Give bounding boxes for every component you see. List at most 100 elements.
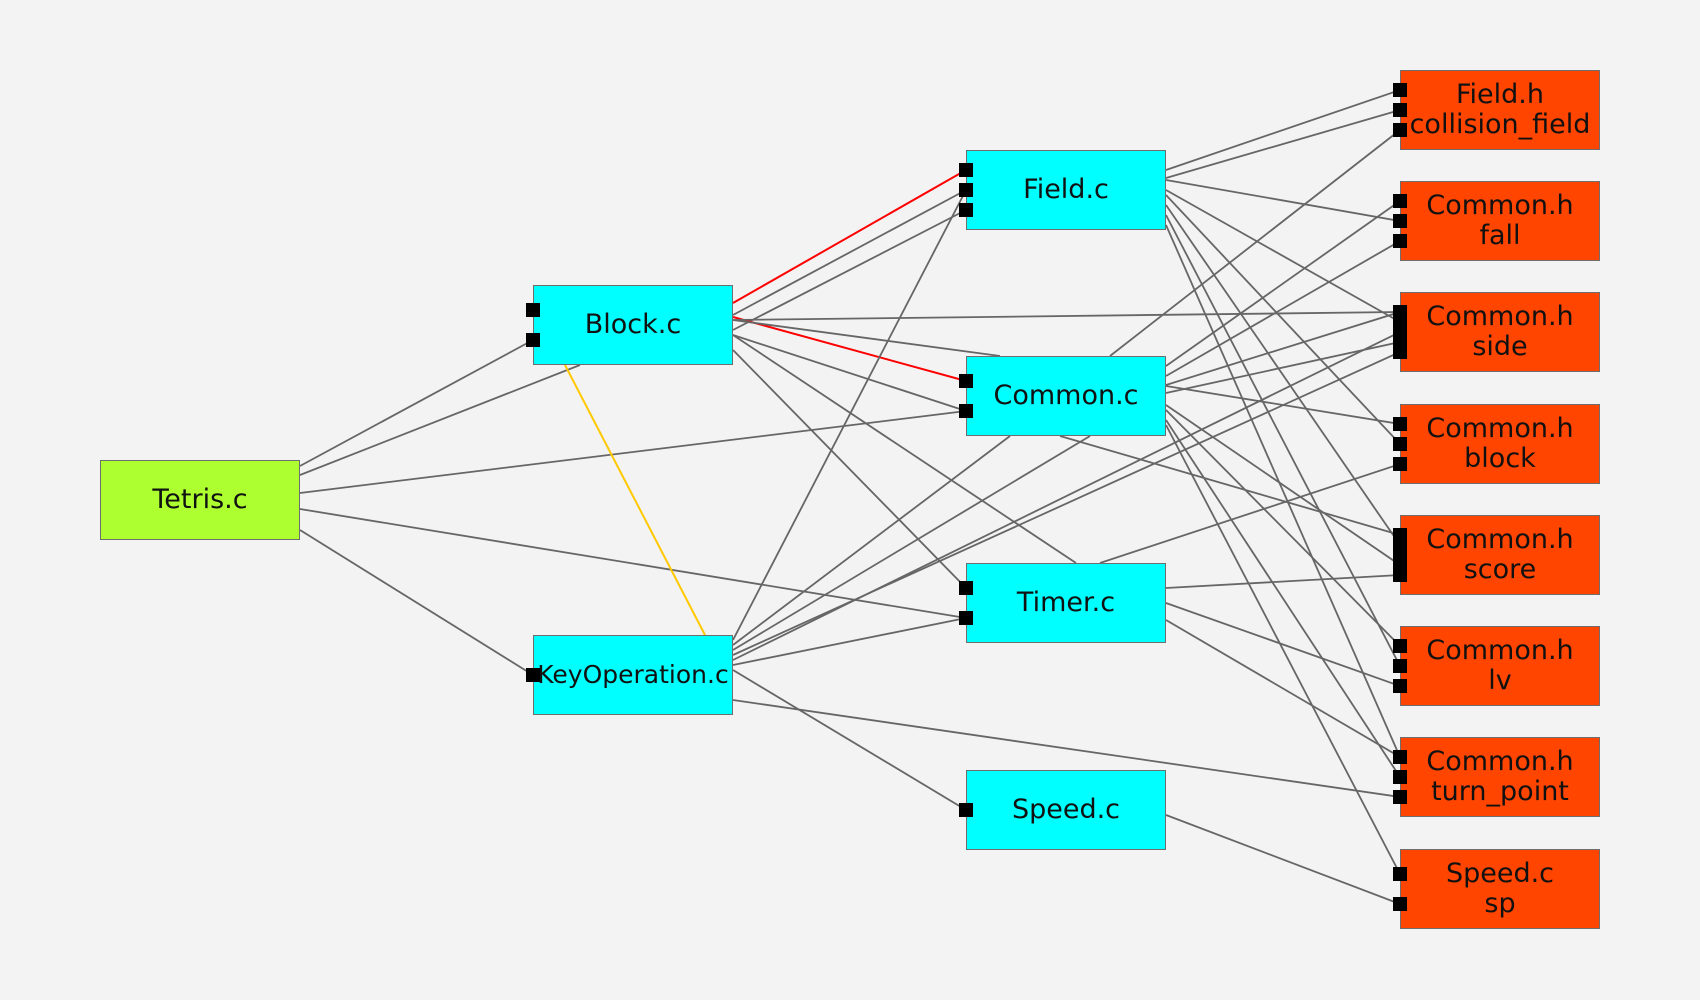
node-label-line: Common.h	[1426, 413, 1574, 444]
edge-27	[1165, 194, 1401, 445]
port-v_score	[1393, 568, 1407, 582]
port-fieldc	[959, 163, 973, 177]
edge-36	[1165, 385, 1401, 425]
edge-29	[1165, 214, 1401, 667]
port-v_sp	[1393, 867, 1407, 881]
edge-13	[732, 349, 967, 589]
edge-3	[299, 508, 967, 619]
edge-45	[1165, 619, 1401, 758]
edge-24	[1165, 109, 1401, 179]
port-timerc	[959, 581, 973, 595]
edge-7	[732, 209, 967, 331]
port-v_lv	[1393, 659, 1407, 673]
edge-2	[299, 410, 967, 494]
node-label-line: fall	[1479, 220, 1521, 251]
node-label-line: Field.h	[1455, 79, 1544, 110]
edge-0	[299, 339, 534, 467]
node-label-line: Speed.c	[1011, 794, 1121, 825]
port-speedc	[959, 803, 973, 817]
port-timerc	[959, 611, 973, 625]
edge-33	[1165, 240, 1401, 377]
edge-32	[1165, 200, 1401, 367]
port-v_turn	[1393, 790, 1407, 804]
node-speedc[interactable]: Speed.c	[966, 770, 1166, 850]
node-fieldc[interactable]: Field.c	[966, 150, 1166, 230]
node-block[interactable]: Block.c	[533, 285, 733, 365]
edge-34	[1165, 311, 1401, 386]
edge-30	[1165, 224, 1401, 758]
port-v_block	[1393, 437, 1407, 451]
port-v_block	[1393, 417, 1407, 431]
edge-37	[1165, 404, 1401, 566]
node-label-line: KeyOperation.c	[537, 660, 729, 689]
node-label-line: Timer.c	[1016, 587, 1116, 618]
edge-31	[1109, 129, 1401, 357]
edge-14	[564, 364, 706, 636]
edge-6	[732, 189, 967, 316]
edge-40	[1165, 424, 1401, 875]
port-v_side	[1393, 345, 1407, 359]
edge-26	[1165, 189, 1401, 323]
node-label-line: Common.c	[993, 380, 1139, 411]
node-label-line: collision_field	[1409, 109, 1591, 140]
edge-21	[732, 669, 967, 811]
node-label-line: Common.h	[1426, 635, 1574, 666]
edge-38	[1165, 409, 1401, 647]
port-v_lv	[1393, 679, 1407, 693]
edge-10	[732, 319, 1001, 357]
edge-46	[1165, 814, 1401, 905]
node-timerc[interactable]: Timer.c	[966, 563, 1166, 643]
edge-17	[732, 435, 1091, 651]
node-label-line: side	[1472, 331, 1528, 362]
port-block	[526, 333, 540, 347]
edge-20	[732, 617, 967, 666]
node-label-line: score	[1463, 554, 1537, 585]
node-tetris[interactable]: Tetris.c	[100, 460, 300, 540]
edge-4	[299, 529, 534, 676]
edge-16	[732, 435, 1011, 646]
port-v_collision	[1393, 83, 1407, 97]
node-label-line: block	[1464, 443, 1536, 474]
node-label-line: Common.h	[1426, 190, 1574, 221]
node-label-line: Common.h	[1426, 301, 1574, 332]
edge-43	[1165, 574, 1401, 589]
node-commonc[interactable]: Common.c	[966, 356, 1166, 436]
edge-15	[732, 189, 967, 641]
port-v_fall	[1393, 234, 1407, 248]
edge-25	[1165, 179, 1401, 222]
port-v_block	[1393, 457, 1407, 471]
port-keyop	[526, 668, 540, 682]
node-label-line: Field.c	[1023, 174, 1109, 205]
node-label-line: turn_point	[1431, 776, 1569, 807]
node-label-line: Common.h	[1426, 746, 1574, 777]
edge-42	[1099, 463, 1401, 564]
edge-9	[732, 311, 1401, 321]
edge-5	[732, 169, 967, 304]
edge-8	[732, 316, 967, 382]
edge-35	[1165, 341, 1401, 394]
port-v_collision	[1393, 123, 1407, 137]
node-label-line: sp	[1484, 888, 1516, 919]
edge-44	[1165, 602, 1401, 687]
edge-39	[1165, 419, 1401, 778]
port-commonc	[959, 404, 973, 418]
port-fieldc	[959, 183, 973, 197]
port-v_fall	[1393, 194, 1407, 208]
node-label-line: Speed.c	[1445, 858, 1555, 889]
node-label-line: Block.c	[584, 309, 682, 340]
edge-1	[299, 364, 581, 476]
port-commonc	[959, 374, 973, 388]
node-keyop[interactable]: KeyOperation.c	[533, 635, 733, 715]
port-v_turn	[1393, 770, 1407, 784]
node-label-line: lv	[1488, 665, 1512, 696]
